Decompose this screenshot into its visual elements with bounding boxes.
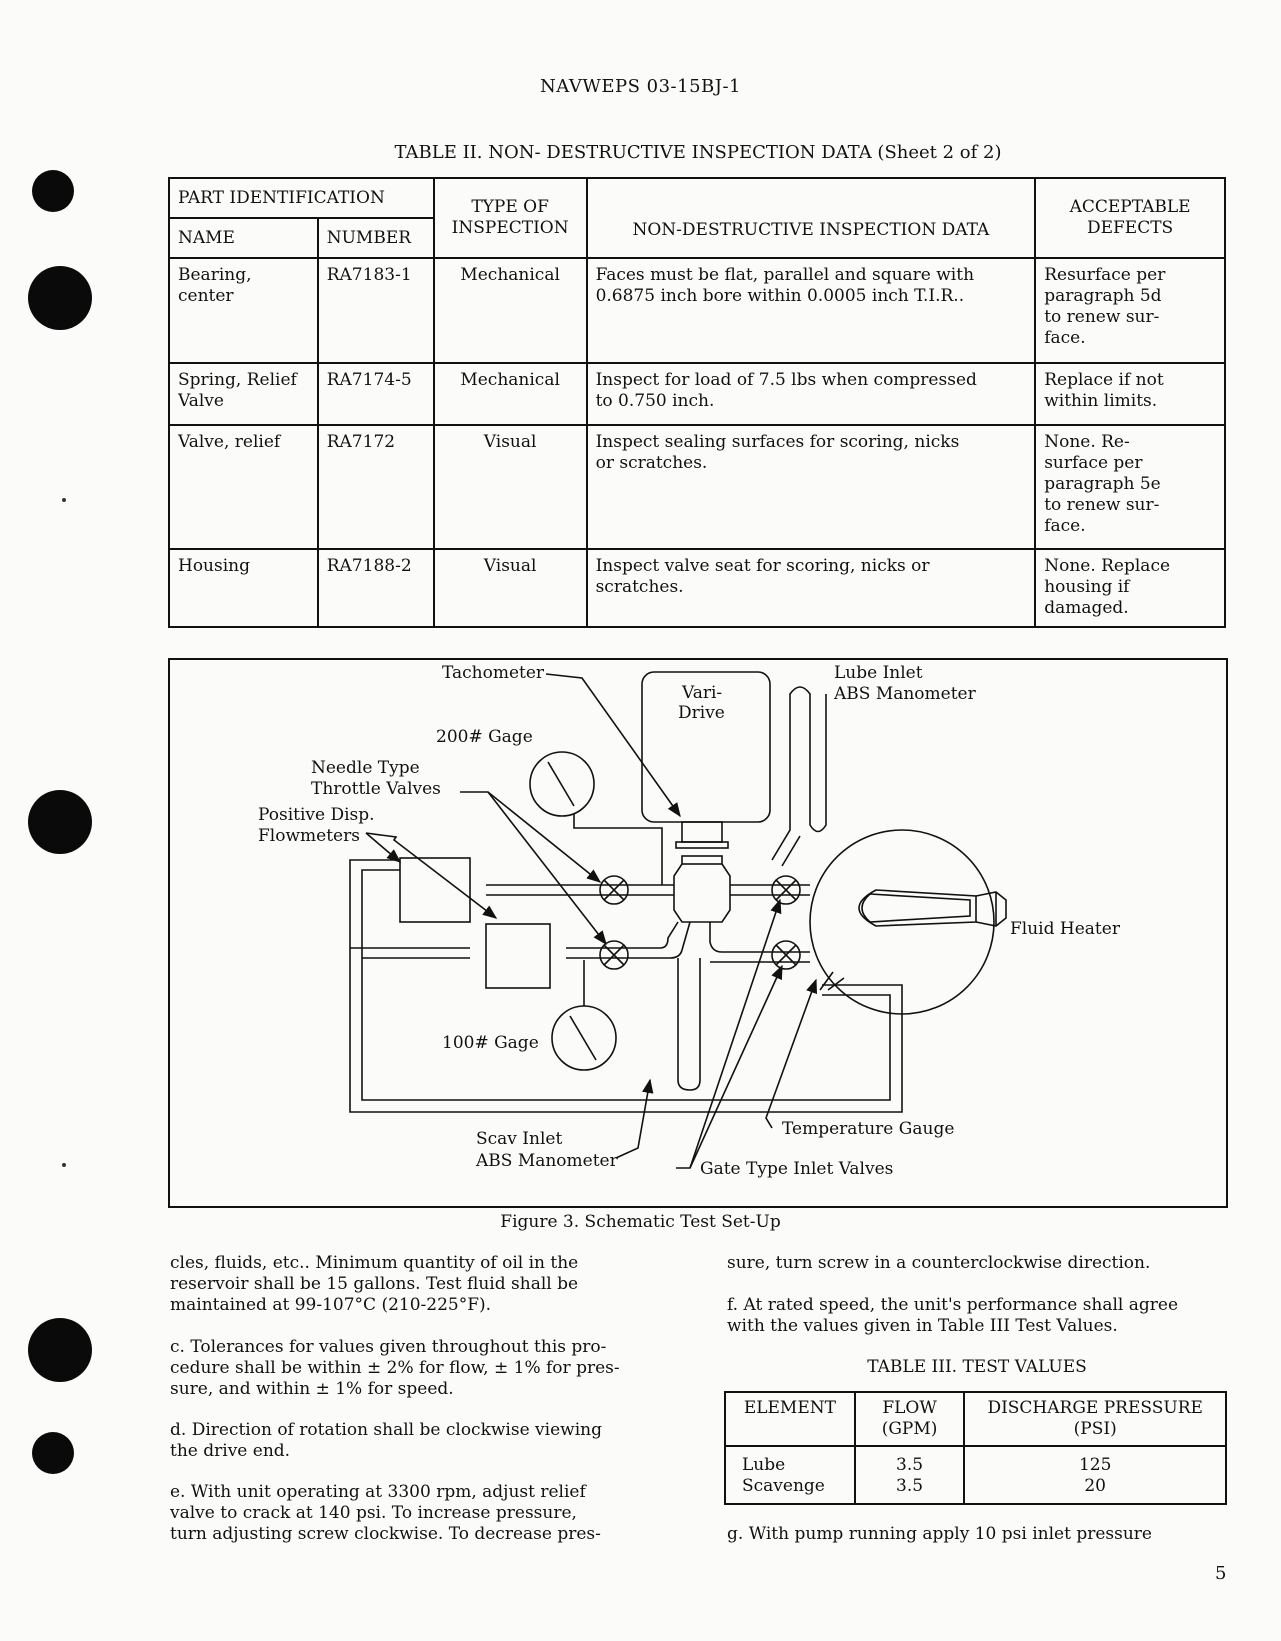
doc-number: NAVWEPS 03-15BJ-1	[539, 76, 742, 97]
scav-manometer	[677, 958, 701, 1091]
punch-hole	[28, 266, 92, 330]
label-vari: Vari-	[681, 683, 722, 703]
table-row: Bearing,center RA7183-1 Mechanical Faces…	[168, 257, 1226, 364]
drive-coupling	[673, 821, 731, 923]
test-values-table: ELEMENT FLOW(GPM) DISCHARGE PRESSURE(PSI…	[724, 1391, 1227, 1505]
gage-100	[551, 960, 617, 1071]
header-part-identification: PART IDENTIFICATION	[168, 177, 435, 219]
header-type-of-inspection: TYPE OF INSPECTION	[432, 177, 588, 259]
return-loop	[349, 859, 903, 1113]
gage-200	[529, 751, 663, 885]
scan-speck	[62, 498, 66, 502]
paragraph-d: d. Direction of rotation shall be clockw…	[170, 1420, 602, 1461]
throttle-valve-lower	[599, 940, 629, 970]
header-number: NUMBER	[316, 217, 435, 259]
label-flowmeters: Flowmeters	[258, 826, 360, 846]
table-row: Housing RA7188-2 Visual Inspect valve se…	[168, 548, 1226, 628]
label-temperature-gauge: Temperature Gauge	[782, 1119, 954, 1139]
header-nd-data: NON-DESTRUCTIVE INSPECTION DATA	[585, 177, 1037, 259]
table3-title: TABLE III. TEST VALUES	[867, 1357, 1087, 1377]
table-row: Scavenge 3.5 20	[725, 1476, 1226, 1504]
paragraph-e: e. With unit operating at 3300 rpm, adju…	[170, 1482, 601, 1544]
label-gate-type-inlet-valves: Gate Type Inlet Valves	[700, 1159, 893, 1179]
lube-manometer-leg	[781, 835, 801, 867]
inspection-data-table: PART IDENTIFICATION TYPE OF INSPECTION N…	[168, 177, 1226, 628]
label-gage-100: 100# Gage	[442, 1033, 539, 1053]
temperature-gauge-probe	[819, 971, 845, 991]
label-tachometer: Tachometer	[442, 663, 545, 683]
lower-pipe	[350, 921, 810, 963]
label-lube-inlet: Lube Inlet	[834, 663, 923, 683]
punch-hole	[28, 1318, 92, 1382]
paragraph-g: g. With pump running apply 10 psi inlet …	[727, 1524, 1152, 1544]
header-name: NAME	[168, 217, 319, 259]
label-abs-manometer-bottom: ABS Manometer	[475, 1151, 619, 1171]
label-gage-200: 200# Gage	[436, 727, 533, 747]
label-throttle-valves: Throttle Valves	[311, 779, 441, 799]
page-number: 5	[1215, 1563, 1227, 1584]
paragraph-c: c. Tolerances for values given throughou…	[170, 1337, 620, 1399]
table2-title: TABLE II. NON- DESTRUCTIVE INSPECTION DA…	[394, 142, 1002, 163]
header-acceptable-defects: ACCEPTABLE DEFECTS	[1034, 177, 1226, 259]
upper-pipe	[486, 884, 810, 896]
fluid-heater-tank	[809, 829, 1007, 1015]
scan-speck	[62, 1163, 66, 1167]
gate-valve-upper	[771, 875, 801, 905]
schematic-diagram: Tachometer Vari- Drive Lube Inlet ABS Ma…	[258, 663, 1121, 1179]
punch-hole	[32, 1432, 74, 1474]
leader-lines	[365, 673, 818, 1169]
table-row: Valve, relief RA7172 Visual Inspect seal…	[168, 424, 1226, 550]
label-abs-manometer-top: ABS Manometer	[833, 684, 977, 704]
flowmeter-upper	[399, 857, 471, 923]
header-pressure: DISCHARGE PRESSURE(PSI)	[963, 1392, 1226, 1447]
label-scav-inlet: Scav Inlet	[476, 1129, 562, 1149]
lube-manometer-tube	[771, 686, 827, 861]
label-needle-type: Needle Type	[311, 758, 420, 778]
header-element: ELEMENT	[725, 1392, 855, 1447]
paragraph-f: f. At rated speed, the unit's performanc…	[727, 1295, 1179, 1336]
throttle-valve-upper	[599, 875, 629, 905]
figure-schematic: Tachometer Vari- Drive Lube Inlet ABS Ma…	[168, 658, 1228, 1208]
label-positive-disp: Positive Disp.	[258, 805, 375, 825]
punch-hole	[32, 170, 74, 212]
paragraph: sure, turn screw in a counterclockwise d…	[727, 1253, 1151, 1273]
label-fluid-heater: Fluid Heater	[1010, 919, 1121, 939]
table-row: Lube 3.5 125	[725, 1446, 1226, 1476]
label-drive: Drive	[678, 703, 725, 723]
lube-manometer	[790, 674, 826, 835]
paragraph: cles, fluids, etc.. Minimum quantity of …	[170, 1253, 579, 1315]
header-flow: FLOW(GPM)	[853, 1392, 965, 1447]
flowmeter-lower	[485, 923, 551, 989]
gate-valve-lower	[771, 940, 801, 970]
punch-hole	[28, 790, 92, 854]
figure-caption: Figure 3. Schematic Test Set-Up	[500, 1212, 781, 1232]
